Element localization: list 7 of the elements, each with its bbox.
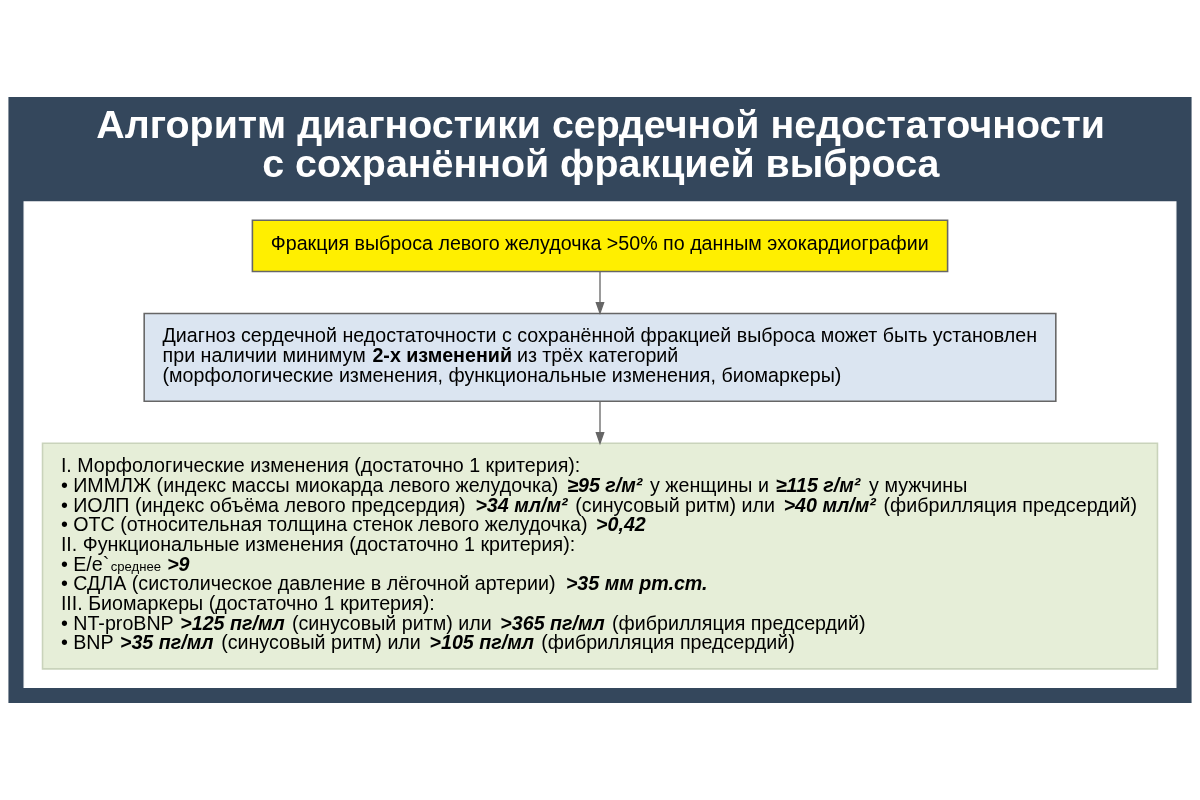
diagram-title: Алгоритм диагностики сердечной недостаточности с сохранённой фракцией выброса [96,101,1105,186]
node-box: Диагноз сердечной недостаточности с сохранённой фракцией выброса может быть установлен при наличии минимум 2-х изменений из трёх категорий (морфологические изменения, функциональные изменения, биомаркеры) [143,312,1057,403]
node-box: Фракция выброса левого желудочка >50% по данным эхокардиографии [251,219,949,273]
cluster [23,201,1177,688]
arrow [595,271,605,316]
arrow [595,401,605,446]
node-box: I. Морфологические изменения (достаточно 1 критерия): • ИММЛЖ (индекс массы миокарда левого желудочка) ≥95 г/м² у женщины и ≥115 г/м² у мужчины • ИОЛП (индекс объёма левого предсердия) >34 мл/м² (синусовый ритм) или >40 мл/м² (фибрилляция предсердий) • ОТС (относительная толщина стенок левого желудочка) >0,42 II. Функциональные изменения (достаточно 1 критерия): • E/e`среднее >9 • СДЛА (систолическое давление в лёгочной артерии) >35 мм рт.ст. III. Биомаркеры (достаточно 1 критерия): • NT-proBNP >125 пг/мл (синусовый ритм) или >365 пг/мл (фибрилляция предсердий) • BNP >35 пг/мл (синусовый ритм) или >105 пг/мл (фибрилляция предсердий) [41,442,1159,670]
